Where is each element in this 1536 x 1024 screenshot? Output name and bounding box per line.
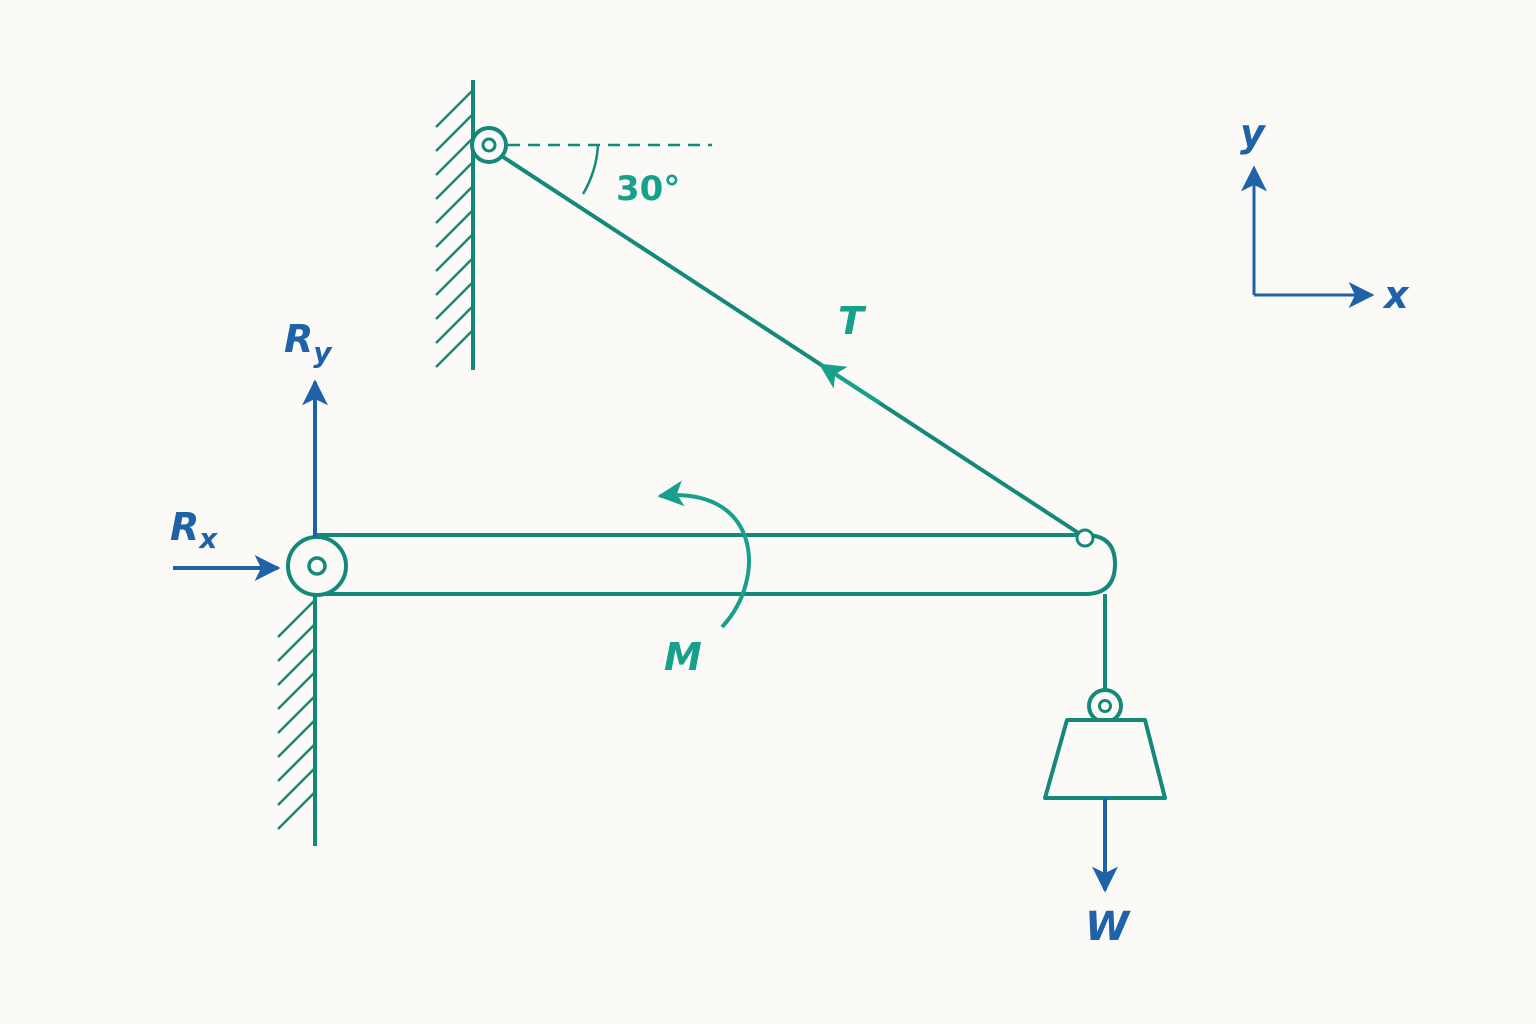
beam — [317, 533, 1118, 596]
reaction-y-label: Ry — [284, 317, 333, 369]
coordinate-axes: y x — [1240, 111, 1410, 317]
upper-pin-joint — [470, 126, 508, 164]
hinge-pin-joint — [286, 535, 348, 597]
cable-attachment-pin — [1075, 528, 1095, 548]
axis-x-label: x — [1382, 273, 1410, 317]
reaction-y-subscript: y — [313, 336, 333, 369]
angle-arc — [581, 144, 600, 195]
weight-label: W — [1085, 904, 1131, 950]
weight-pin — [1087, 688, 1123, 724]
tension-arrow — [818, 363, 882, 405]
reaction-x-subscript: x — [197, 522, 218, 555]
moment-arrow — [657, 480, 751, 629]
tension-label: T — [838, 299, 867, 343]
reaction-x-letter: R — [170, 505, 199, 549]
reaction-y-letter: R — [284, 317, 313, 361]
upper-wall — [435, 80, 475, 370]
angle-label: 30° — [616, 169, 680, 209]
reaction-x-label: Rx — [170, 505, 218, 555]
cable — [495, 151, 1082, 536]
lower-wall — [277, 590, 317, 846]
moment-label: M — [664, 635, 702, 679]
weight-block — [1043, 718, 1167, 800]
axis-y-label: y — [1240, 111, 1267, 155]
